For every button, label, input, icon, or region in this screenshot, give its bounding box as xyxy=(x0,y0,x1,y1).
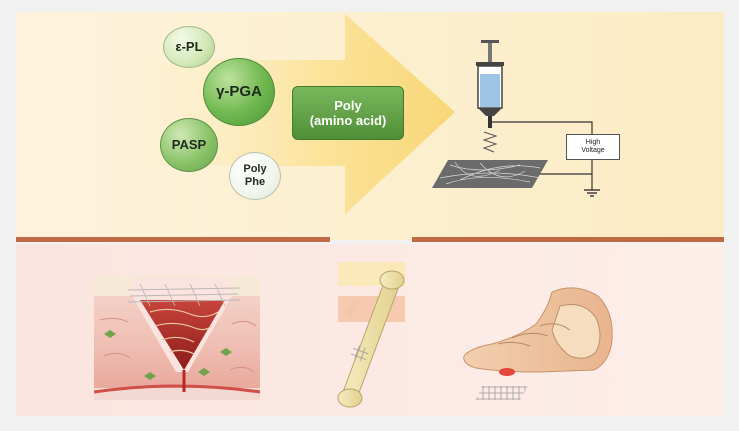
poly-amino-acid-box: Poly (amino acid) xyxy=(292,86,404,140)
high-voltage-box: High Voltage xyxy=(566,134,620,160)
poly-box-line1: Poly xyxy=(334,98,362,113)
poly-box-line2: (amino acid) xyxy=(309,113,387,128)
polymer-epl-label: ε-PL xyxy=(175,38,203,54)
syringe-icon xyxy=(476,40,504,128)
polymer-pga-label: γ-PGA xyxy=(216,83,262,101)
polymer-pasp-label: PASP xyxy=(171,136,207,152)
hv-line1: High xyxy=(585,139,601,147)
divider-left xyxy=(16,237,330,242)
polymer-polyphe: Poly Phe xyxy=(229,152,281,200)
hv-line2: Voltage xyxy=(581,147,605,154)
polymer-pasp: PASP xyxy=(160,118,218,172)
divider-right xyxy=(412,237,724,242)
electrospinning-setup xyxy=(432,40,600,197)
ground-icon xyxy=(584,189,600,197)
polymer-polyphe-line1: Poly xyxy=(243,163,267,176)
polymer-pga: γ-PGA xyxy=(203,58,275,126)
bone-icon xyxy=(337,262,405,408)
foot-icon xyxy=(463,287,613,400)
fiber-mat-icon xyxy=(432,160,548,188)
skin-wound-icon xyxy=(93,276,261,400)
polymer-polyphe-line2: Phe xyxy=(244,176,266,188)
polymer-epl: ε-PL xyxy=(163,26,215,68)
